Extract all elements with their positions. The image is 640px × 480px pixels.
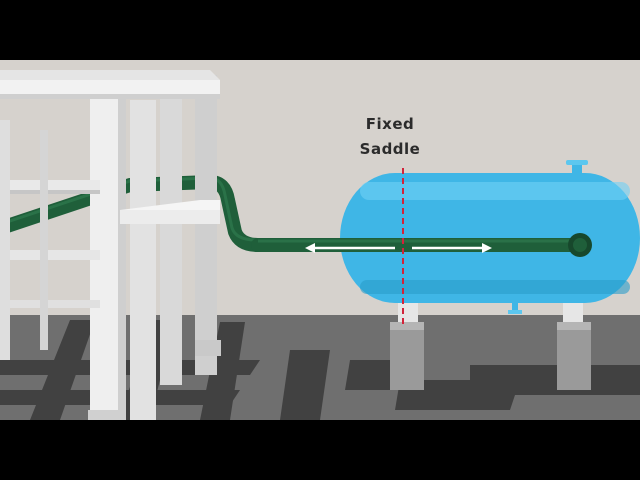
arrow-right-icon xyxy=(412,243,492,253)
annotation-line1: Fixed xyxy=(365,115,415,133)
horizontal-vessel xyxy=(340,160,640,314)
pipe-rack-structure xyxy=(0,70,221,420)
sliding-saddle-pier xyxy=(557,322,591,390)
scene-illustration xyxy=(0,60,640,420)
arrow-left-icon xyxy=(305,243,395,253)
annotation-line2: Saddle xyxy=(359,140,421,158)
fixed-saddle-pier xyxy=(390,322,424,390)
piping-scene: Fixed Saddle xyxy=(0,60,640,420)
